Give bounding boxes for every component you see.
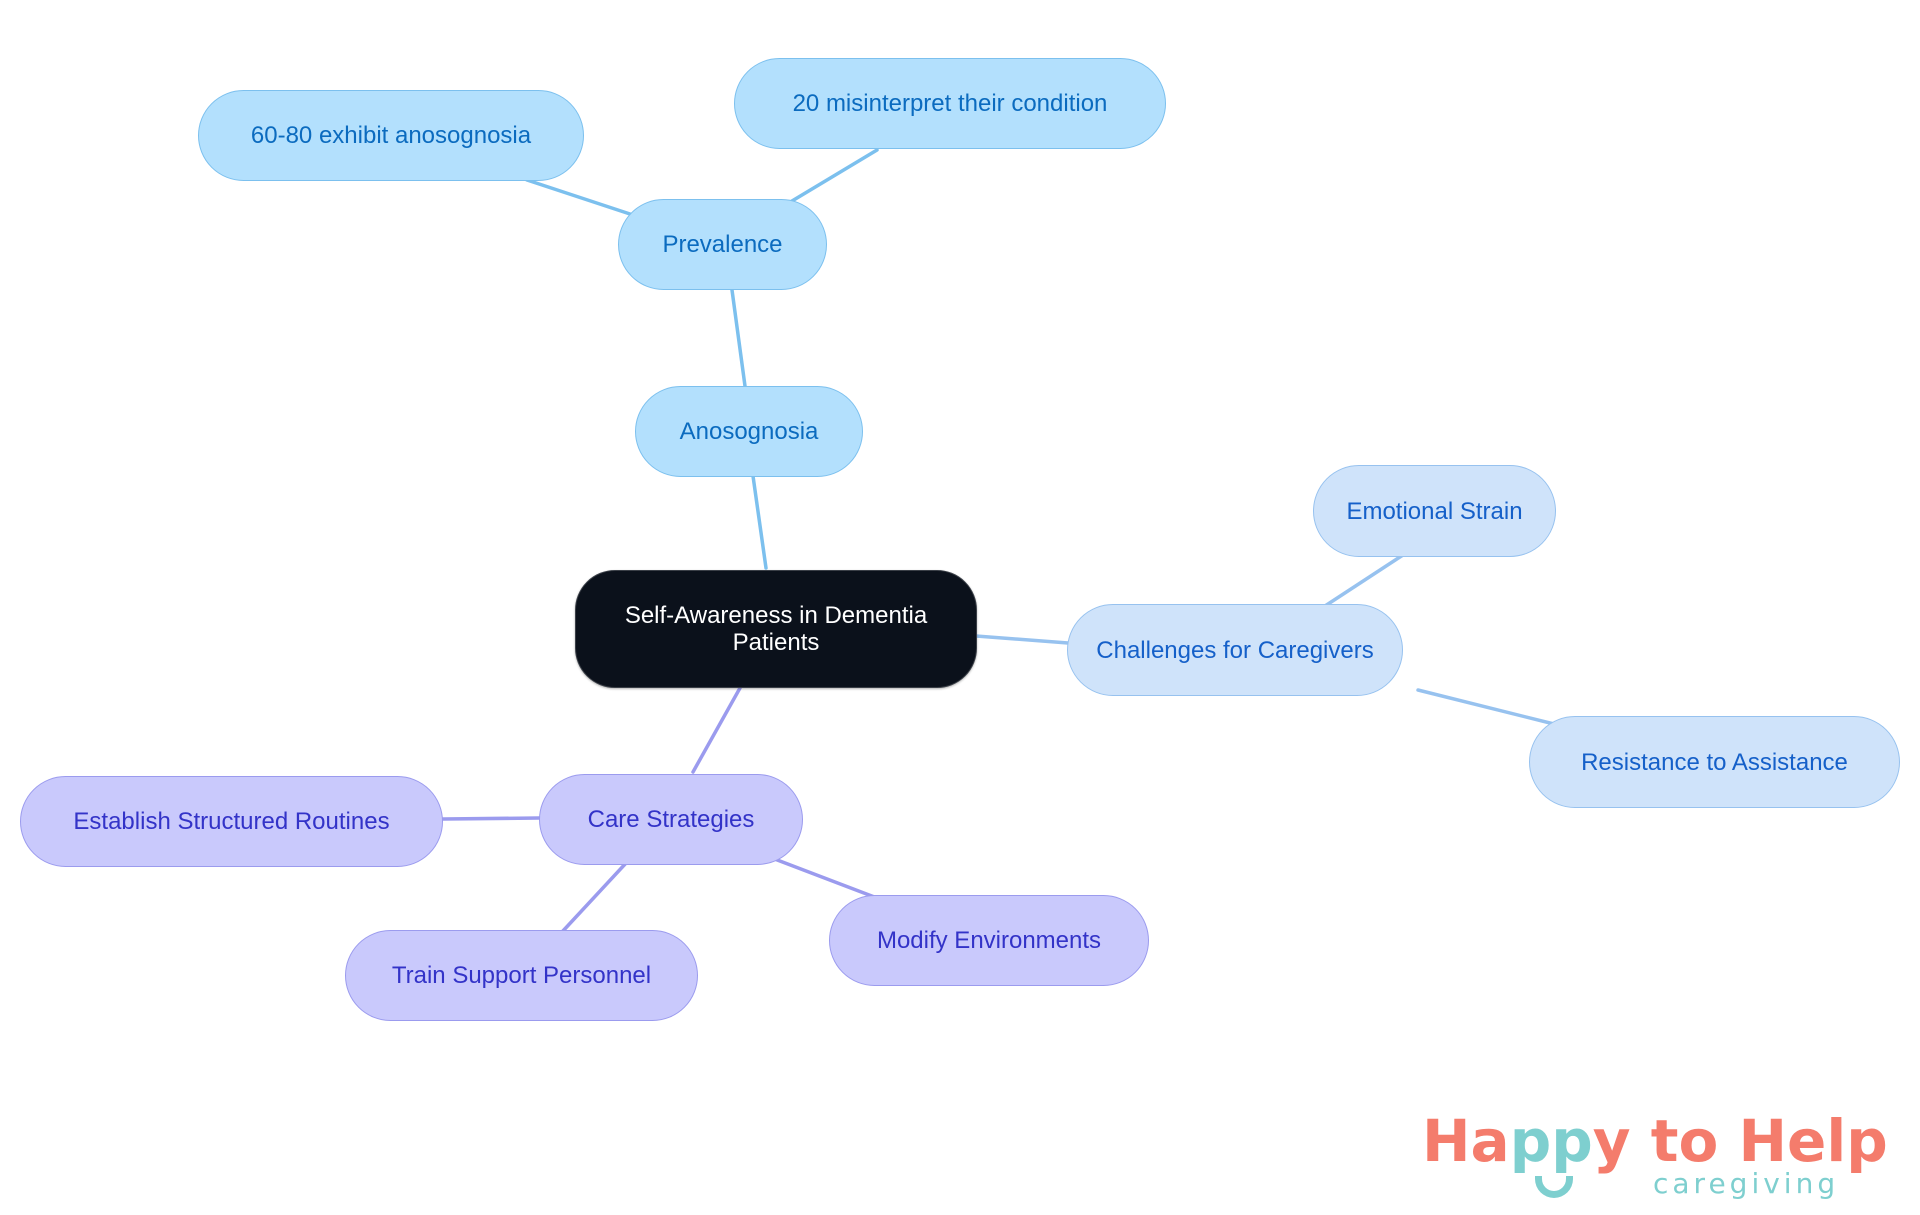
node-train-support-personnel[interactable]: Train Support Personnel <box>345 930 698 1021</box>
edge-challenges-resistance <box>1416 688 1560 727</box>
logo-text-ha: Ha <box>1422 1107 1510 1175</box>
smile-icon <box>1535 1176 1573 1198</box>
edge-care-train <box>560 860 629 934</box>
logo-text-rest: y to Help <box>1592 1107 1888 1175</box>
edge-prevalence-twenty <box>790 148 879 203</box>
node-label: Care Strategies <box>587 806 755 833</box>
root-node[interactable]: Self-Awareness in Dementia Patients <box>575 570 977 688</box>
logo-subtitle: caregiving <box>1653 1167 1840 1200</box>
node-label: Resistance to Assistance <box>1581 748 1848 776</box>
node-care-strategies[interactable]: Care Strategies <box>539 774 803 865</box>
happy-to-help-logo: Happy to Help caregiving <box>1422 1108 1888 1208</box>
node-label: 20 misinterpret their condition <box>792 90 1108 117</box>
edge-care-routines <box>441 816 541 821</box>
node-modify-environments[interactable]: Modify Environments <box>829 895 1149 986</box>
node-label: Anosognosia <box>679 418 819 445</box>
logo-text-pp: pp <box>1509 1107 1593 1175</box>
node-label: Emotional Strain <box>1346 497 1523 525</box>
node-label: Establish Structured Routines <box>73 808 390 835</box>
node-resistance-to-assistance[interactable]: Resistance to Assistance <box>1529 716 1900 808</box>
node-label: 60-80 exhibit anosognosia <box>250 122 532 149</box>
root-label-line1: Self-Awareness in Dementia <box>624 602 928 629</box>
edge-challenges-emotional <box>1323 553 1405 608</box>
edge-root-anosognosia <box>751 474 768 570</box>
node-label: Challenges for Caregivers <box>1096 636 1374 664</box>
node-label: Modify Environments <box>876 927 1102 954</box>
node-twenty-misinterpret[interactable]: 20 misinterpret their condition <box>734 58 1166 149</box>
edge-care-modify <box>770 856 879 900</box>
edge-anosognosia-prevalence <box>730 288 747 388</box>
root-label-line2: Patients <box>732 629 820 656</box>
node-prevalence[interactable]: Prevalence <box>618 199 827 290</box>
node-challenges-for-caregivers[interactable]: Challenges for Caregivers <box>1067 604 1403 696</box>
node-sixty-eighty-exhibit[interactable]: 60-80 exhibit anosognosia <box>198 90 584 181</box>
node-establish-structured-routines[interactable]: Establish Structured Routines <box>20 776 443 867</box>
logo-wordmark: Happy to Help <box>1422 1108 1888 1174</box>
node-anosognosia[interactable]: Anosognosia <box>635 386 863 477</box>
node-emotional-strain[interactable]: Emotional Strain <box>1313 465 1556 557</box>
node-label: Train Support Personnel <box>391 962 652 989</box>
edge-prevalence-sixty <box>525 178 632 216</box>
edge-root-challenges <box>974 634 1070 645</box>
edge-root-care <box>691 686 742 774</box>
node-label: Prevalence <box>662 231 783 258</box>
